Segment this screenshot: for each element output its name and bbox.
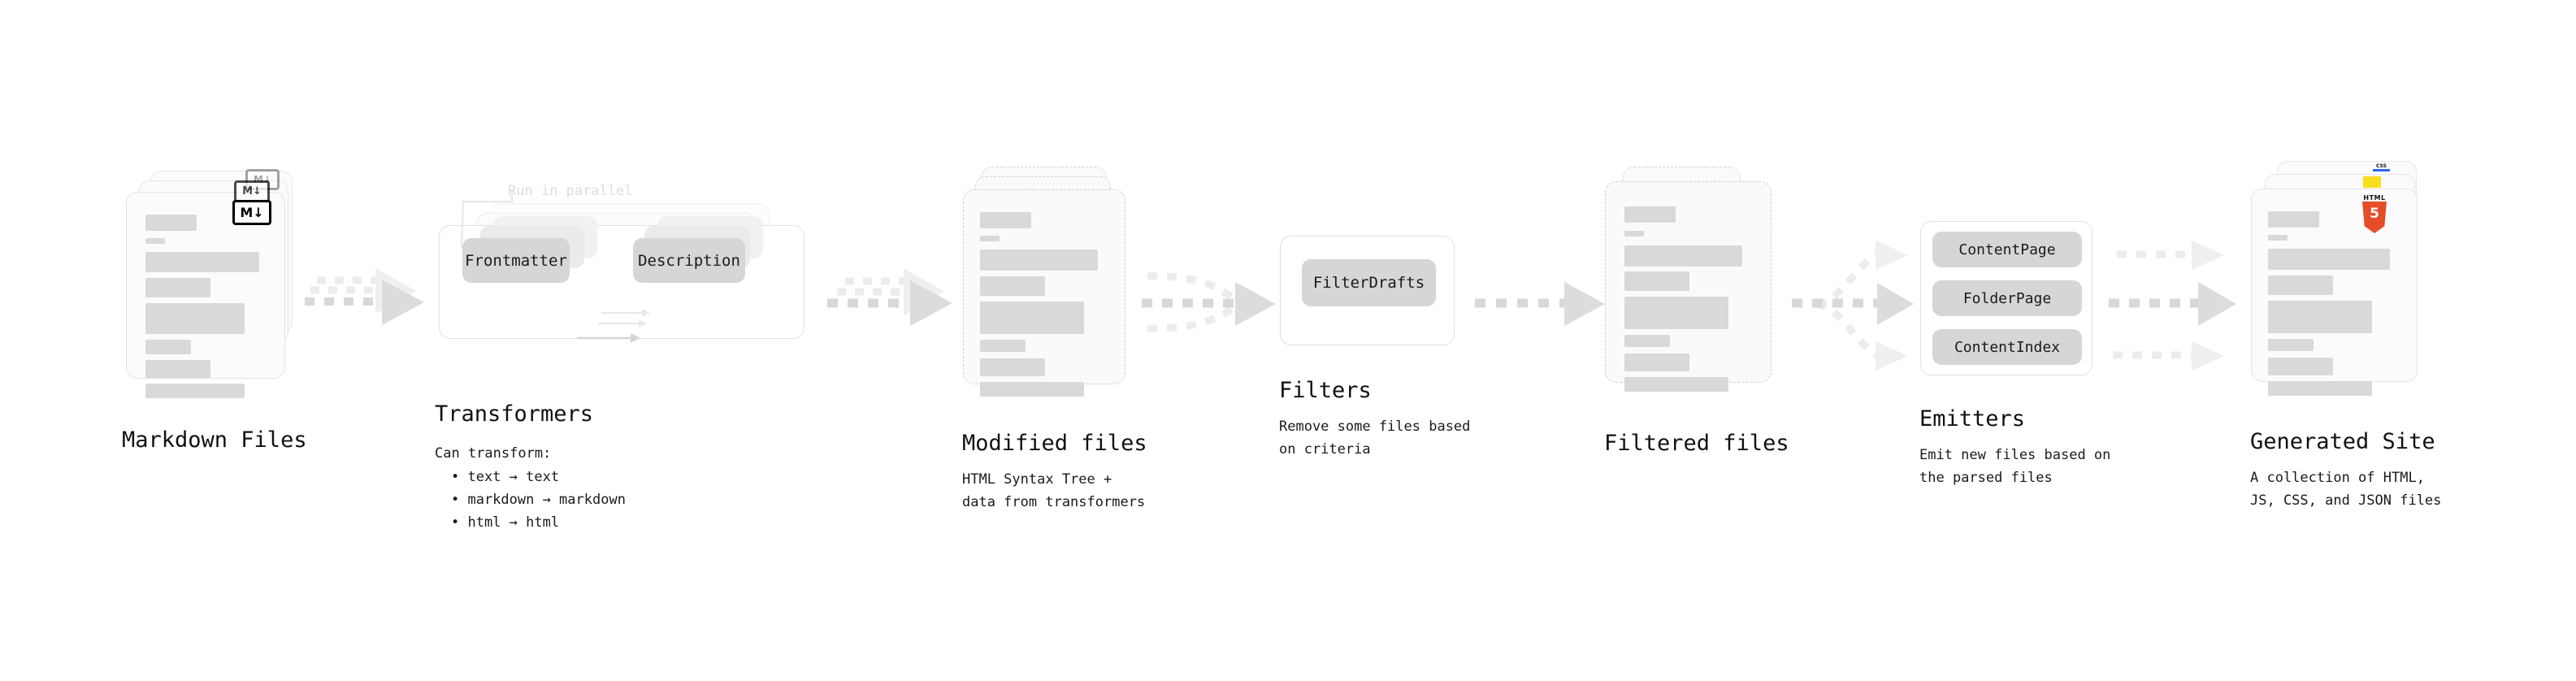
pill-contentindex[interactable]: ContentIndex [1932, 329, 2082, 365]
site-file-card-html [2251, 189, 2418, 396]
pill-description[interactable]: Description [633, 238, 745, 283]
stage-title-markdown-files: Markdown Files [122, 427, 307, 453]
pill-contentpage[interactable]: ContentPage [1932, 232, 2082, 267]
emitters-box: ContentPage FolderPage ContentIndex [1920, 221, 2092, 375]
markdown-file-stack: M↓ M↓ M↓ [126, 169, 297, 398]
markdown-icon-front: M↓ [232, 200, 271, 225]
transformers-desc-line-2: • markdown → markdown [451, 492, 626, 508]
markdown-file-card-front [126, 192, 285, 398]
modified-file-card-front [963, 189, 1125, 397]
stage-generated-site: CSS HTML 5 Generated Site A collection o… [2250, 161, 2441, 509]
site-desc-line-0: A collection of HTML, [2250, 470, 2425, 486]
modified-desc-line-1: data from transformers [962, 494, 1146, 510]
pill-filterdrafts[interactable]: FilterDrafts [1302, 259, 1436, 306]
stage-title-modified-files: Modified files [962, 431, 1147, 456]
transformers-desc-line-3: • html → html [451, 514, 560, 531]
stage-title-generated-site: Generated Site [2250, 429, 2435, 454]
transformers-desc-line-0: Can transform: [435, 445, 552, 462]
modified-desc-line-0: HTML Syntax Tree + [962, 471, 1112, 488]
annotation-run-in-parallel: Run in parallel [508, 183, 633, 199]
css3-icon: CSS [2373, 163, 2390, 171]
stage-title-emitters: Emitters [1919, 406, 2026, 432]
pill-frontmatter[interactable]: Frontmatter [462, 238, 570, 283]
filters-desc-line-1: on criteria [1279, 441, 1371, 458]
stage-title-transformers: Transformers [435, 401, 594, 427]
emitters-desc-line-0: Emit new files based on [1919, 447, 2111, 463]
transformer-box-front: Frontmatter Description [439, 216, 804, 339]
transformers-desc-line-1: • text → text [451, 469, 560, 485]
stage-title-filtered-files: Filtered files [1604, 431, 1789, 456]
stage-title-filters: Filters [1279, 378, 1372, 403]
stage-modified-files: Modified files HTML Syntax Tree + data f… [962, 167, 1147, 510]
emitters-desc-line-1: the parsed files [1919, 470, 2053, 486]
generated-site-stack: CSS HTML 5 [2251, 161, 2438, 396]
pill-folderpage[interactable]: FolderPage [1932, 280, 2082, 316]
filtered-file-stack [1605, 167, 1776, 392]
javascript-icon [2363, 176, 2381, 188]
filters-box: FilterDrafts [1280, 236, 1455, 345]
stage-filtered-files: Filtered files [1604, 167, 1789, 456]
modified-file-stack [963, 167, 1134, 397]
site-desc-line-1: JS, CSS, and JSON files [2250, 492, 2442, 509]
markdown-icon-mid: M↓ [234, 180, 270, 202]
stage-markdown-files: M↓ M↓ M↓ Markdown Files [122, 169, 307, 453]
filtered-file-card-front [1605, 181, 1772, 392]
filters-desc-line-0: Remove some files based [1279, 419, 1471, 435]
html5-icon: HTML 5 [2362, 194, 2387, 233]
